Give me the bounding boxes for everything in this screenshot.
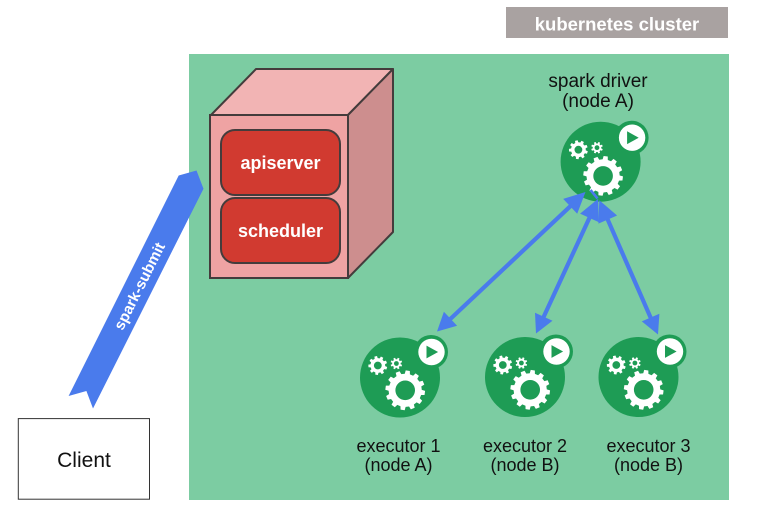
svg-text:apiserver: apiserver xyxy=(240,153,320,173)
svg-text:executor 1: executor 1 xyxy=(356,436,440,456)
svg-text:spark driver: spark driver xyxy=(548,71,648,92)
svg-text:(node A): (node A) xyxy=(364,455,432,475)
svg-text:executor 3: executor 3 xyxy=(606,436,690,456)
svg-text:(node B): (node B) xyxy=(490,455,559,475)
svg-text:(node A): (node A) xyxy=(562,91,634,112)
svg-text:(node B): (node B) xyxy=(614,455,683,475)
svg-text:Client: Client xyxy=(57,449,111,472)
svg-text:kubernetes cluster: kubernetes cluster xyxy=(535,14,700,35)
svg-text:scheduler: scheduler xyxy=(238,221,323,241)
svg-text:executor 2: executor 2 xyxy=(483,436,567,456)
